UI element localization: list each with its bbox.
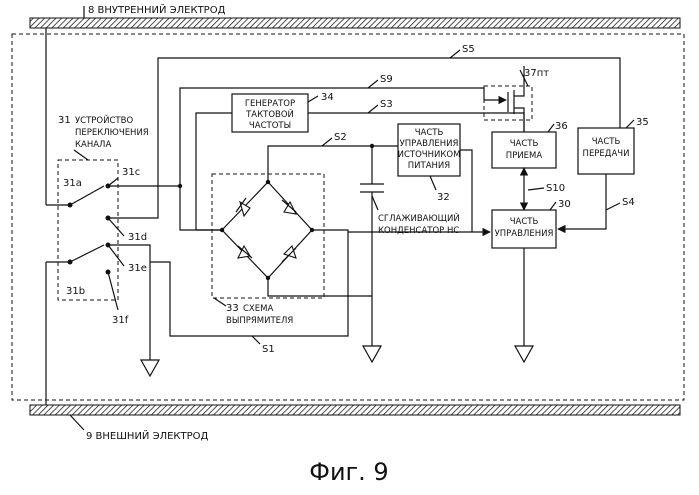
svg-text:ЧАСТЬ: ЧАСТЬ <box>592 137 621 147</box>
signal-s4: S4 <box>622 197 635 208</box>
clock-generator-number: 34 <box>321 92 334 103</box>
svg-text:ПЕРЕДАЧИ: ПЕРЕДАЧИ <box>583 149 630 159</box>
transistor-label: 37пт <box>524 68 549 79</box>
svg-text:ЧАСТЬ: ЧАСТЬ <box>510 217 539 227</box>
svg-text:ЧАСТЬ: ЧАСТЬ <box>415 128 444 138</box>
device-boundary <box>12 34 684 400</box>
svg-text:ПИТАНИЯ: ПИТАНИЯ <box>408 161 451 171</box>
svg-text:УПРАВЛЕНИЯ: УПРАВЛЕНИЯ <box>495 229 554 239</box>
signal-s9: S9 <box>380 74 393 85</box>
diode-bottom-left <box>238 246 252 258</box>
wire-s2 <box>268 146 398 182</box>
receive-part-box <box>492 132 556 168</box>
svg-text:СХЕМА: СХЕМА <box>243 304 273 314</box>
signal-s1: S1 <box>262 344 275 355</box>
ground-right <box>515 346 533 362</box>
switch-31b-blade <box>70 245 104 262</box>
svg-text:ТАКТОВОЙ: ТАКТОВОЙ <box>245 108 294 120</box>
signal-s10: S10 <box>546 183 565 194</box>
svg-text:ИСТОЧНИКОМ: ИСТОЧНИКОМ <box>398 150 461 160</box>
rectifier-bridge <box>222 182 312 278</box>
svg-text:УПРАВЛЕНИЯ: УПРАВЛЕНИЯ <box>400 139 459 149</box>
svg-text:КАНАЛА: КАНАЛА <box>75 140 111 150</box>
inner-electrode-label: 8 ВНУТРЕННИЙ ЭЛЕКТРОД <box>88 3 226 16</box>
capacitor-label: СГЛАЖИВАЮЩИЙ <box>378 212 460 224</box>
power-control-number: 32 <box>437 192 450 203</box>
svg-text:ГЕНЕРАТОР: ГЕНЕРАТОР <box>245 99 295 109</box>
signal-s2: S2 <box>334 132 347 143</box>
svg-text:ПРИЕМА: ПРИЕМА <box>506 151 543 161</box>
rectifier-number: 33 <box>226 303 239 314</box>
receive-part-number: 36 <box>555 121 568 132</box>
label-31e: 31e <box>128 263 147 274</box>
label-31a: 31a <box>63 178 82 189</box>
figure-caption: Фиг. 9 <box>309 458 388 486</box>
control-part-number: 30 <box>558 199 571 210</box>
outer-electrode-label: 9 ВНЕШНИЙ ЭЛЕКТРОД <box>86 429 209 442</box>
svg-text:ПЕРЕКЛЮЧЕНИЯ: ПЕРЕКЛЮЧЕНИЯ <box>75 128 149 138</box>
ground-left <box>141 360 159 376</box>
label-31b: 31b <box>66 286 85 297</box>
label-31f: 31f <box>112 315 129 326</box>
svg-text:КОНДЕНСАТОР НС: КОНДЕНСАТОР НС <box>378 226 459 236</box>
signal-s5: S5 <box>462 44 475 55</box>
ground-middle <box>363 346 381 362</box>
label-31c: 31c <box>122 167 140 178</box>
outer-electrode <box>30 405 680 415</box>
svg-text:УСТРОЙСТВО: УСТРОЙСТВО <box>75 114 133 126</box>
svg-text:ВЫПРЯМИТЕЛЯ: ВЫПРЯМИТЕЛЯ <box>226 316 293 326</box>
switch-device-number: 31 <box>58 115 71 126</box>
label-31d: 31d <box>128 232 147 243</box>
signal-s3: S3 <box>380 99 393 110</box>
transmit-part-number: 35 <box>636 117 649 128</box>
outer-electrode-leader <box>70 415 84 430</box>
svg-text:ЧАСТОТЫ: ЧАСТОТЫ <box>249 121 291 131</box>
diode-bottom-right <box>282 246 296 262</box>
inner-electrode <box>30 18 680 28</box>
diode-top-right <box>282 200 296 214</box>
svg-text:ЧАСТЬ: ЧАСТЬ <box>510 139 539 149</box>
